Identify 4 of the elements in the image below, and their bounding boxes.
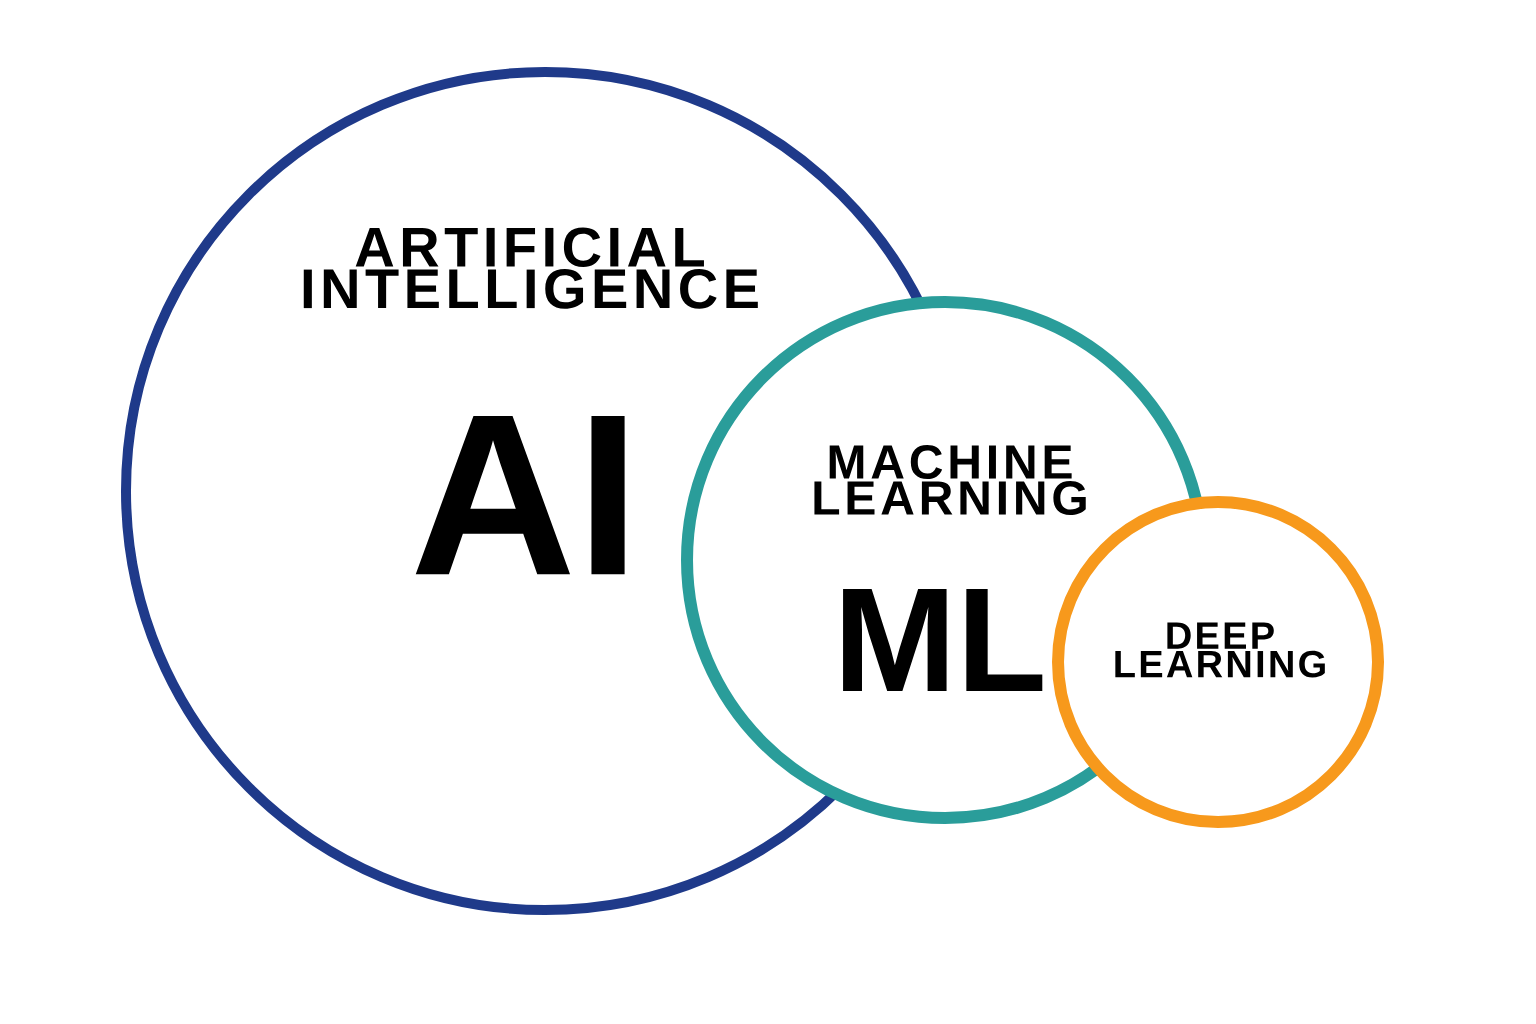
abbreviation-text: AI <box>415 415 625 575</box>
abbreviation-text: ML <box>843 589 1043 691</box>
heading-text: MACHINE LEARNING <box>814 445 1086 515</box>
heading-text: ARTIFICIAL INTELLIGENCE <box>303 227 758 309</box>
